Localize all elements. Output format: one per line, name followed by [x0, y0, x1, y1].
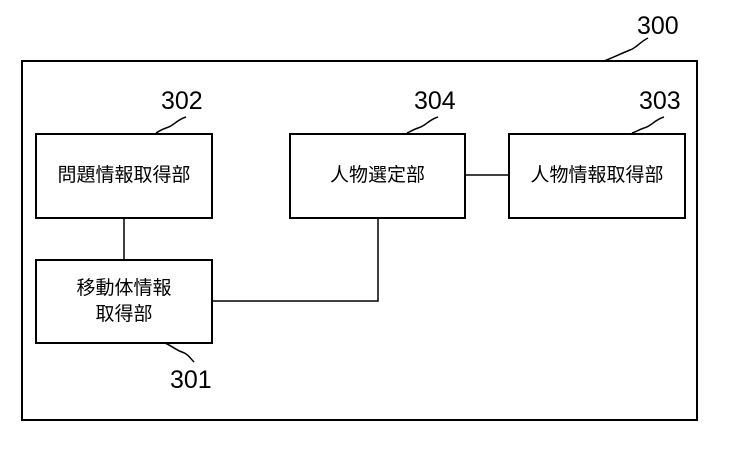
ref-302: 302	[161, 89, 203, 114]
leader-304	[407, 117, 438, 133]
block-problem-info: 問題情報取得部	[35, 133, 213, 219]
block-problem-info-label: 問題情報取得部	[57, 163, 190, 189]
ref-304: 304	[414, 89, 456, 114]
leader-302	[156, 117, 186, 133]
block-mobile-info-label-line1: 移動体情報	[76, 276, 171, 302]
connector-301-304	[213, 219, 378, 301]
block-mobile-info: 移動体情報 取得部	[35, 259, 213, 344]
ref-303: 303	[639, 89, 681, 114]
leader-301	[165, 343, 194, 362]
block-person-info-label: 人物情報取得部	[530, 163, 663, 189]
block-person-info: 人物情報取得部	[508, 133, 686, 219]
block-mobile-info-label-line2: 取得部	[76, 302, 171, 328]
ref-300: 300	[637, 14, 679, 39]
leader-303	[632, 117, 664, 133]
block-person-select-label: 人物選定部	[330, 163, 425, 189]
block-person-select: 人物選定部	[289, 133, 466, 219]
block-mobile-info-text: 移動体情報 取得部	[76, 276, 171, 327]
leader-300	[604, 38, 648, 61]
ref-301: 301	[170, 368, 212, 393]
